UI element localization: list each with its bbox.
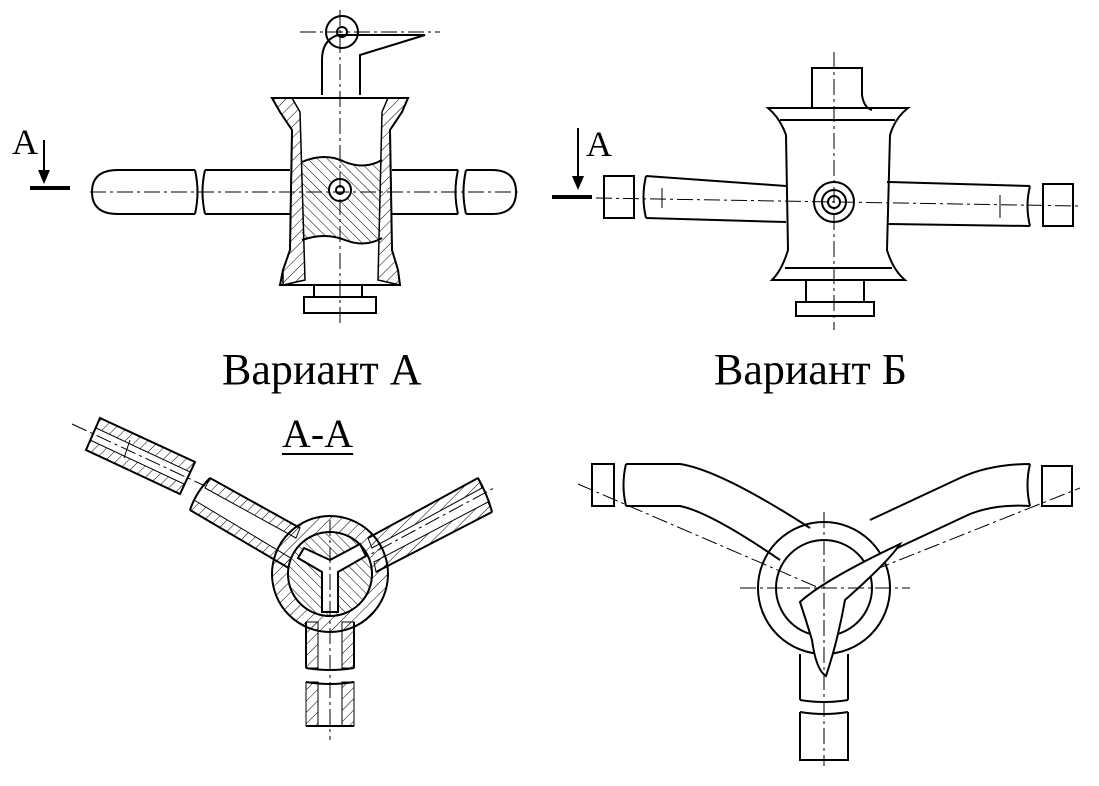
variant-b-plan-view [577, 463, 1081, 766]
variant-b-plan-pipes [577, 463, 1081, 591]
section-label-left: А [12, 122, 38, 162]
section-arrow-left [30, 140, 70, 190]
section-aa-view [71, 416, 495, 740]
variant-a-pipes [90, 169, 520, 215]
variant-a-view [30, 10, 520, 325]
variant-a-body [270, 10, 410, 325]
variant-b-body [765, 52, 911, 330]
variant-b-stem-top [811, 67, 873, 111]
section-label-right: А [586, 124, 612, 164]
variant-b-plan-bottom-pipe [799, 654, 849, 761]
section-aa-left-arm [189, 477, 301, 571]
section-aa-bottom-arm [305, 520, 355, 740]
section-aa-pipe-fragment [71, 416, 206, 496]
section-aa-right-arm [329, 477, 495, 577]
section-title-aa: А-А [282, 411, 354, 456]
variant-b-view [552, 52, 1081, 330]
caption-variant-a: Вариант А [222, 345, 422, 394]
variant-b-plan-body [740, 512, 910, 766]
variant-b-pipes [595, 175, 1081, 227]
variant-a-handle [300, 15, 440, 95]
caption-variant-b: Вариант Б [714, 345, 907, 394]
section-arrow-right [552, 128, 592, 199]
